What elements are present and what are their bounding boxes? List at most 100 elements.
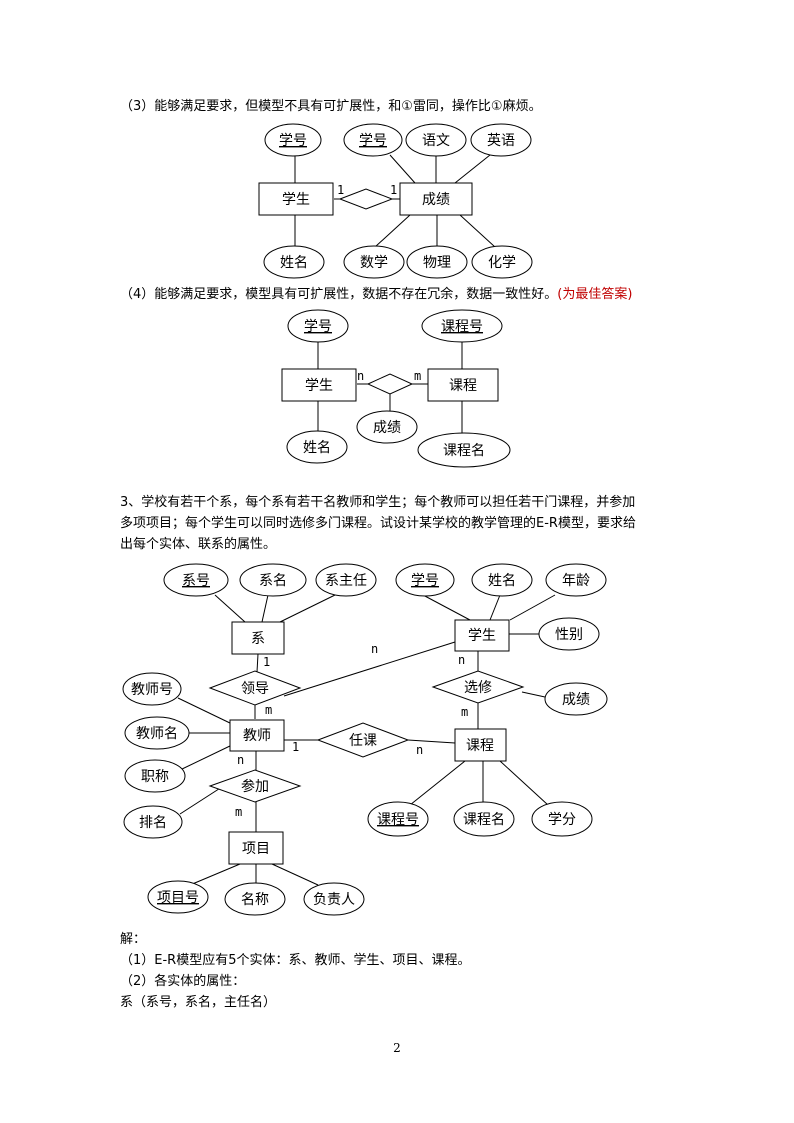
attr-teacher-id-label: 教师号 (131, 682, 173, 698)
attr-dept-name-label: 系名 (259, 573, 287, 589)
attr-stu-name (471, 563, 533, 597)
attr-student-id-3-label: 学号 (279, 133, 307, 149)
attr-math-3-label: 数学 (360, 255, 388, 271)
attr-chinese-3 (405, 123, 467, 157)
attr-dept-head-label: 系主任 (325, 573, 367, 589)
page-number: 2 (393, 1041, 401, 1055)
paragraph-4-text: （4）能够满足要求，模型具有可扩展性，数据不存在冗余，数据一致性好。 (120, 287, 558, 302)
attr-score-4-label: 成绩 (373, 420, 401, 436)
attr-teacher-name-label: 教师名 (136, 726, 178, 742)
relation-select-label: 选修 (464, 680, 492, 696)
attr-name-3 (263, 245, 325, 279)
entity-dept (231, 621, 285, 655)
attr-name-3-label: 姓名 (280, 255, 308, 271)
card-teacher-teach: 1 (292, 740, 299, 754)
attr-course-name-label: 课程名 (463, 812, 505, 828)
relation-diamond-3 (338, 188, 394, 210)
er-diagram-3: 学号 学号 语文 英语 学生 1 1 成绩 姓名 数学 物理 化学 (258, 123, 533, 279)
entity-student-4-label: 学生 (305, 378, 333, 394)
attr-rank-label: 排名 (139, 815, 167, 831)
attr-score-id-3 (343, 123, 403, 157)
attr-dept-name (239, 563, 307, 597)
attr-dept-id (163, 563, 229, 597)
entity-project (228, 831, 284, 865)
entity-student (454, 619, 510, 652)
attr-stu-age (545, 563, 607, 597)
entity-course-label: 课程 (466, 738, 494, 754)
card-teacher-join: n (237, 753, 244, 767)
question-3-line-2: 多项项目；每个学生可以同时选修多门课程。试设计某学校的教学管理的E-R模型，要求… (120, 516, 636, 531)
relation-diamond-4 (366, 373, 414, 395)
attr-course-id-4 (421, 309, 503, 343)
paragraph-3: （3）能够满足要求，但模型不具有可扩展性，和①雷同，操作比①麻烦。 (120, 99, 542, 114)
attr-name-4-label: 姓名 (303, 440, 331, 456)
attr-stu-id (395, 563, 455, 597)
attr-chemistry-3 (471, 245, 533, 279)
entity-student-3 (258, 182, 334, 216)
card-right-3: 1 (390, 183, 397, 197)
relation-teach (316, 722, 410, 758)
attr-stu-sex (538, 617, 600, 651)
attr-student-id-4 (287, 309, 349, 343)
attr-english-3-label: 英语 (487, 132, 515, 149)
attr-student-id-3 (264, 123, 322, 157)
attr-score-id-3-label: 学号 (359, 133, 387, 149)
card-select-course: m (461, 705, 468, 719)
attr-course-id-4-label: 课程号 (441, 319, 483, 335)
relation-join-label: 参加 (241, 778, 269, 795)
solution-heading: 解： (120, 932, 147, 947)
attr-project-id-label: 项目号 (157, 890, 199, 906)
attr-project-name-label: 名称 (241, 892, 269, 908)
entity-course (454, 728, 507, 762)
attr-course-id-label: 课程号 (377, 812, 419, 828)
attr-physics-3 (406, 245, 468, 279)
paragraph-4: （4）能够满足要求，模型具有可扩展性，数据不存在冗余，数据一致性好。(为最佳答案… (120, 284, 632, 305)
attr-teacher-name (124, 716, 190, 750)
attr-name-4 (286, 430, 348, 464)
card-lead-teacher: m (265, 703, 272, 717)
entity-score-3-label: 成绩 (422, 192, 450, 208)
attr-score-4 (356, 410, 418, 444)
attr-teacher-id (122, 672, 182, 706)
attr-score (544, 682, 608, 716)
attr-dept-id-label: 系号 (182, 573, 210, 589)
attr-chemistry-3-label: 化学 (488, 255, 516, 271)
card-left-3: 1 (337, 183, 344, 197)
solution-line-3: 系（系号，系名，主任名） (120, 995, 277, 1010)
attr-project-name (224, 882, 286, 916)
entity-course-4 (427, 368, 499, 402)
solution-line-1: （1）E-R模型应有5个实体：系、教师、学生、项目、课程。 (120, 953, 471, 968)
attr-leader (303, 882, 365, 916)
entity-student-4 (281, 368, 357, 402)
attr-course-name (453, 801, 515, 837)
relation-join (208, 769, 302, 803)
attr-title-label: 职称 (141, 769, 169, 785)
attr-physics-3-label: 物理 (423, 255, 451, 271)
attr-title (124, 759, 186, 793)
er-diagram-5: 系号 系名 系主任 系 1 领导 m n 教师号 教师名 职称 教师 n (122, 563, 608, 916)
entity-dept-label: 系 (251, 631, 265, 647)
attr-course-name-4 (417, 432, 511, 468)
attr-math-3 (343, 245, 405, 279)
attr-student-id-4-label: 学号 (304, 319, 332, 335)
card-right-4: m (414, 369, 421, 383)
question-3-line-1: 3、学校有若干个系，每个系有若干名教师和学生；每个教师可以担任若干门课程，并参加 (120, 495, 636, 510)
attr-stu-id-label: 学号 (411, 573, 439, 589)
relation-select (431, 670, 525, 704)
solution-line-2: （2）各实体的属性： (120, 974, 246, 989)
er-diagram-4: 学号 课程号 学生 n m 课程 成绩 姓名 课程名 (281, 309, 511, 468)
best-answer-note: (为最佳答案) (557, 287, 633, 302)
relation-lead-label: 领导 (241, 681, 269, 697)
card-lead-student: n (371, 642, 378, 656)
relation-lead (208, 670, 302, 706)
attr-rank (123, 805, 183, 839)
attr-stu-name-label: 姓名 (488, 573, 516, 589)
attr-credit (531, 801, 593, 837)
card-teach-course: n (416, 743, 423, 757)
attr-score-label: 成绩 (562, 692, 590, 708)
attr-stu-age-label: 年龄 (562, 573, 590, 589)
entity-project-label: 项目 (242, 841, 270, 857)
entity-student-label: 学生 (468, 628, 496, 644)
